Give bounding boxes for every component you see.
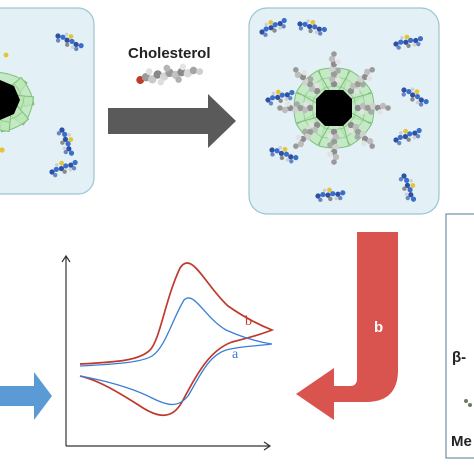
left-sensor-panel [0, 7, 95, 195]
right-sensor-panel [248, 7, 440, 215]
side-legend-box: β- Me [445, 213, 474, 459]
right-nanoparticle-core [316, 90, 352, 126]
blue-arrow [0, 372, 52, 420]
red-bent-arrow: b [296, 232, 398, 420]
cv-curve-b [79, 262, 275, 417]
cv-curve-a [79, 297, 273, 406]
cv-label-a: a [232, 347, 239, 362]
side-label-beta: β- [452, 349, 466, 366]
cholesterol-molecule-icon [136, 63, 204, 86]
voltammogram: b a [61, 254, 275, 451]
side-label-me: Me [451, 433, 472, 450]
red-arrow-label: b [374, 319, 383, 336]
left-nanoparticle-core [0, 80, 20, 120]
reagent-label: Cholesterol [128, 45, 211, 62]
cv-label-b: b [245, 314, 252, 329]
reaction-arrow [108, 94, 236, 148]
